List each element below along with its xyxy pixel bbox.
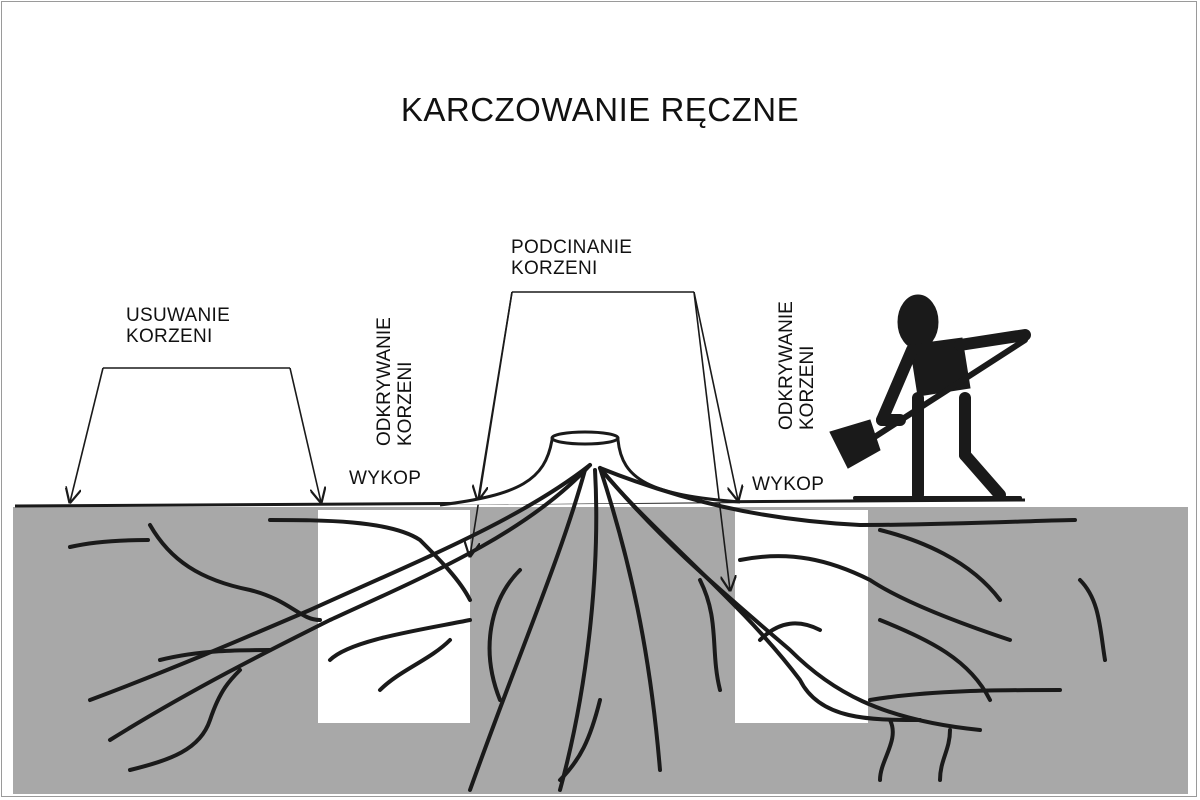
- label-line: KORZENI: [511, 258, 598, 280]
- label-line: ODKRYWANIE: [374, 317, 395, 446]
- label-root-uncovering-left: ODKRYWANIE KORZENI: [374, 317, 417, 446]
- stump: [439, 430, 741, 507]
- label-line: KORZENI: [797, 345, 819, 430]
- label-trench-left: WYKOP: [349, 468, 422, 489]
- label-line: PODCINANIE: [511, 237, 633, 258]
- label-line: USUWANIE: [126, 305, 231, 326]
- bracket-root-cutting: [470, 291, 738, 590]
- trench-right: [735, 510, 868, 723]
- label-root-removal: USUWANIE KORZENI: [126, 305, 230, 348]
- label-line: ODKRYWANIE: [776, 301, 797, 430]
- worker-figure: [829, 294, 1031, 501]
- trench-left: [318, 510, 470, 723]
- roots: [68, 463, 1107, 792]
- label-line: KORZENI: [395, 361, 417, 446]
- label-root-uncovering-right: ODKRYWANIE KORZENI: [776, 301, 819, 430]
- label-root-cutting: PODCINANIE KORZENI: [511, 237, 632, 280]
- label-line: KORZENI: [126, 326, 213, 348]
- diagram-title: KARCZOWANIE RĘCZNE: [400, 91, 800, 128]
- soil: [13, 507, 1188, 794]
- bracket-root-removal: [70, 367, 321, 502]
- label-trench-right: WYKOP: [752, 474, 825, 495]
